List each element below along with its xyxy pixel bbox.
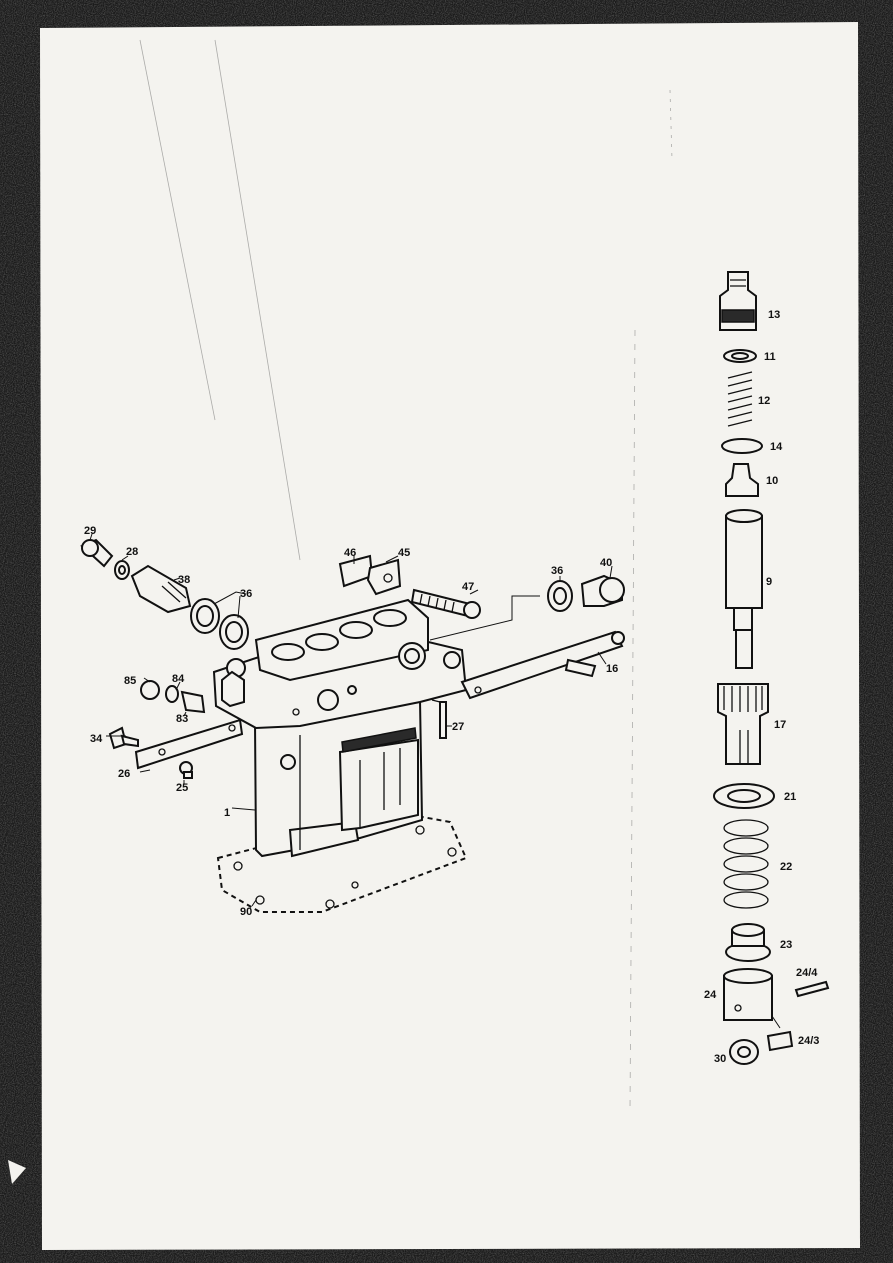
callout-24: 24 [704, 989, 717, 1001]
callout-29: 29 [84, 525, 96, 537]
pump-element-column [713, 271, 830, 1065]
bracket-strip [134, 718, 244, 770]
callout-17: 17 [774, 719, 786, 731]
plunger-spring [723, 819, 769, 909]
plunger-barrel [725, 515, 763, 609]
callout-24-4: 24/4 [796, 967, 818, 979]
callout-21: 21 [784, 791, 796, 803]
callout-84: 84 [172, 673, 185, 685]
callout-10: 10 [766, 475, 778, 487]
callout-38: 38 [178, 574, 190, 586]
callout-11: 11 [764, 351, 776, 363]
callout-46: 46 [344, 547, 356, 559]
callout-47: 47 [462, 581, 474, 593]
callouts: 29 28 38 36 46 45 47 36 40 16 85 84 83 2… [84, 309, 819, 1065]
paper-page [40, 22, 860, 1250]
callout-25: 25 [176, 782, 188, 794]
callout-22: 22 [780, 861, 792, 873]
callout-36a: 36 [240, 588, 252, 600]
callout-9: 9 [766, 576, 772, 588]
callout-30: 30 [714, 1053, 726, 1065]
callout-83: 83 [176, 713, 188, 725]
callout-16: 16 [606, 663, 618, 675]
callout-28: 28 [126, 546, 138, 558]
callout-14: 14 [770, 441, 783, 453]
banjo-fitting [130, 564, 192, 614]
callout-85: 85 [124, 675, 136, 687]
callout-36b: 36 [551, 565, 563, 577]
corner-mark [8, 1160, 26, 1184]
callout-27: 27 [452, 721, 464, 733]
pump-housing-group [80, 538, 625, 913]
scan-streaks [139, 39, 673, 1111]
callout-24-3: 24/3 [798, 1035, 819, 1047]
callout-12: 12 [758, 395, 770, 407]
callout-40: 40 [600, 557, 612, 569]
callout-45: 45 [398, 547, 410, 559]
callout-90: 90 [240, 906, 252, 918]
control-sleeve [717, 683, 769, 765]
control-rod [460, 630, 624, 700]
leader-lines [89, 533, 613, 907]
small-spring [727, 371, 753, 427]
callout-34: 34 [90, 733, 103, 745]
callout-1: 1 [224, 807, 230, 819]
callout-13: 13 [768, 309, 780, 321]
callout-26: 26 [118, 768, 130, 780]
callout-23: 23 [780, 939, 792, 951]
